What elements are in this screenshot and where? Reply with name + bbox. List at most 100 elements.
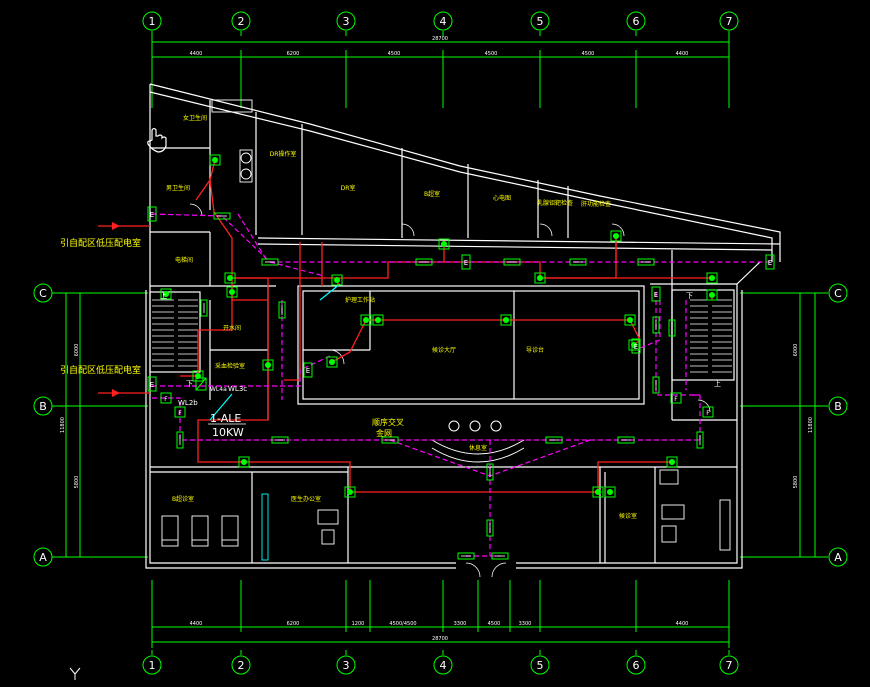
tube-v-0[interactable] bbox=[278, 301, 286, 319]
room-label-11: 候诊大厅 bbox=[432, 346, 456, 354]
stair-markers: 上 下 下 上 bbox=[160, 291, 721, 388]
emergency-lamp-18[interactable] bbox=[344, 486, 356, 498]
exit-sign-4[interactable]: E bbox=[303, 362, 313, 378]
exit-sign-5[interactable]: E bbox=[631, 338, 641, 354]
grid-label-5: 5 bbox=[537, 15, 544, 28]
dim-top-3: 4500 bbox=[388, 51, 401, 57]
emergency-lamp-14[interactable] bbox=[500, 314, 512, 326]
note-source-lower: 引自配区低压配电室 bbox=[60, 364, 141, 376]
dim-top-6: 4400 bbox=[676, 51, 689, 57]
tube-v-2[interactable] bbox=[652, 316, 660, 334]
room-label-4: B超室 bbox=[424, 190, 440, 198]
tube-h-1[interactable] bbox=[261, 258, 279, 266]
red-circuits bbox=[180, 159, 713, 493]
label-wl2b: WL2b bbox=[178, 399, 198, 407]
emergency-lamp-19[interactable] bbox=[592, 486, 604, 498]
tube-h-8[interactable] bbox=[545, 436, 563, 444]
label-wl3c: WL3c bbox=[228, 385, 247, 393]
emergency-lamp-4[interactable] bbox=[534, 272, 546, 284]
tube-h-4[interactable] bbox=[569, 258, 587, 266]
emergency-lamp-2[interactable] bbox=[331, 274, 343, 286]
tube-h-10[interactable] bbox=[457, 552, 475, 560]
emergency-lamp-15[interactable] bbox=[624, 314, 636, 326]
stair-down-right: 下 bbox=[686, 292, 693, 300]
waiting-chairs bbox=[161, 515, 239, 547]
note-source-upper: 引自配区低压配电室 bbox=[60, 237, 141, 249]
tube-v-6[interactable] bbox=[486, 463, 494, 481]
f-box-2[interactable]: F bbox=[670, 392, 682, 404]
dim-bottom-2: 6200 bbox=[287, 621, 300, 627]
f-box-0[interactable]: F bbox=[160, 392, 172, 404]
emergency-lamp-1[interactable] bbox=[224, 272, 236, 284]
emergency-lamp-10[interactable] bbox=[262, 359, 274, 371]
tube-v-7[interactable] bbox=[486, 519, 494, 537]
svg-text:F: F bbox=[178, 410, 182, 417]
dim-bottom-3: 1200 bbox=[352, 621, 365, 627]
dim-bottom-7: 3300 bbox=[519, 621, 532, 627]
svg-text:E: E bbox=[634, 343, 638, 351]
grid-label-C: C bbox=[39, 287, 47, 300]
exit-sign-6[interactable]: E bbox=[651, 286, 661, 302]
emergency-lamp-3[interactable] bbox=[438, 238, 450, 250]
room-label-9: 开水间 bbox=[223, 324, 241, 332]
tube-v-5[interactable] bbox=[696, 431, 704, 449]
emergency-lamp-11[interactable] bbox=[326, 356, 338, 368]
dim-left-2: 5800 bbox=[74, 476, 80, 489]
grid-label-4: 4 bbox=[440, 659, 447, 672]
emergency-lamp-20[interactable] bbox=[604, 486, 616, 498]
exit-sign-2[interactable]: E bbox=[765, 254, 775, 270]
grid-label-A: A bbox=[39, 551, 47, 564]
dim-top-2: 6200 bbox=[287, 51, 300, 57]
distribution-panel[interactable] bbox=[195, 377, 207, 391]
tube-h-9[interactable] bbox=[617, 436, 635, 444]
grid-label-1: 1 bbox=[149, 659, 156, 672]
room-label-1: 男卫生间 bbox=[166, 184, 190, 192]
emergency-lamp-8[interactable] bbox=[160, 288, 172, 300]
reception-desk bbox=[431, 420, 525, 463]
emergency-lamp-5[interactable] bbox=[610, 230, 622, 242]
svg-text:E: E bbox=[150, 381, 154, 389]
tube-h-5[interactable] bbox=[637, 258, 655, 266]
grid-bubble-B: B bbox=[828, 396, 848, 416]
dim-bottom-5: 3300 bbox=[454, 621, 467, 627]
emergency-lamp-17[interactable] bbox=[238, 456, 250, 468]
dim-right-1: 6000 bbox=[793, 344, 799, 357]
exit-sign-1[interactable]: E bbox=[461, 254, 471, 270]
tube-h-3[interactable] bbox=[503, 258, 521, 266]
emergency-lamp-12[interactable] bbox=[360, 314, 372, 326]
tube-h-0[interactable] bbox=[213, 212, 231, 220]
f-box-1[interactable]: F bbox=[174, 406, 186, 418]
tube-h-6[interactable] bbox=[271, 436, 289, 444]
f-box-3[interactable]: F bbox=[702, 406, 714, 418]
tube-v-1[interactable] bbox=[200, 299, 208, 317]
emergency-lamp-7[interactable] bbox=[706, 289, 718, 301]
exit-sign-0[interactable]: E bbox=[147, 206, 157, 222]
dimension-top bbox=[151, 36, 730, 108]
dim-left-1: 6000 bbox=[74, 344, 80, 357]
dimension-top-labels: 4400 6200 4500 4500 4500 4400 28700 bbox=[190, 36, 689, 57]
grid-bubble-A: A bbox=[828, 547, 848, 567]
grid-bubble-B: B bbox=[33, 396, 53, 416]
tube-h-11[interactable] bbox=[491, 552, 509, 560]
grid-bubble-1: 1 bbox=[142, 11, 162, 36]
svg-text:F: F bbox=[674, 396, 678, 403]
dimension-right-labels: 6000 5800 11800 bbox=[793, 344, 814, 489]
dim-bottom-1: 4400 bbox=[190, 621, 203, 627]
tube-v-3[interactable] bbox=[652, 376, 660, 394]
emergency-lamp-13[interactable] bbox=[372, 314, 384, 326]
svg-text:E: E bbox=[768, 259, 772, 267]
tube-h-7[interactable] bbox=[381, 436, 399, 444]
dimension-bottom-labels: 4400 6200 1200 4500/4500 3300 4500 3300 … bbox=[190, 621, 689, 642]
tube-h-2[interactable] bbox=[415, 258, 433, 266]
tube-v-4[interactable] bbox=[176, 431, 184, 449]
dim-bottom-8: 4400 bbox=[676, 621, 689, 627]
exit-sign-3[interactable]: E bbox=[147, 376, 157, 392]
ceiling-note-1: 顺序交叉 bbox=[372, 417, 404, 427]
tube-v-8[interactable] bbox=[668, 319, 676, 337]
emergency-lamp-6[interactable] bbox=[706, 272, 718, 284]
emergency-lamp-21[interactable] bbox=[666, 456, 678, 468]
emergency-lamp-9[interactable] bbox=[226, 286, 238, 298]
emergency-lamp-0[interactable] bbox=[209, 154, 221, 166]
